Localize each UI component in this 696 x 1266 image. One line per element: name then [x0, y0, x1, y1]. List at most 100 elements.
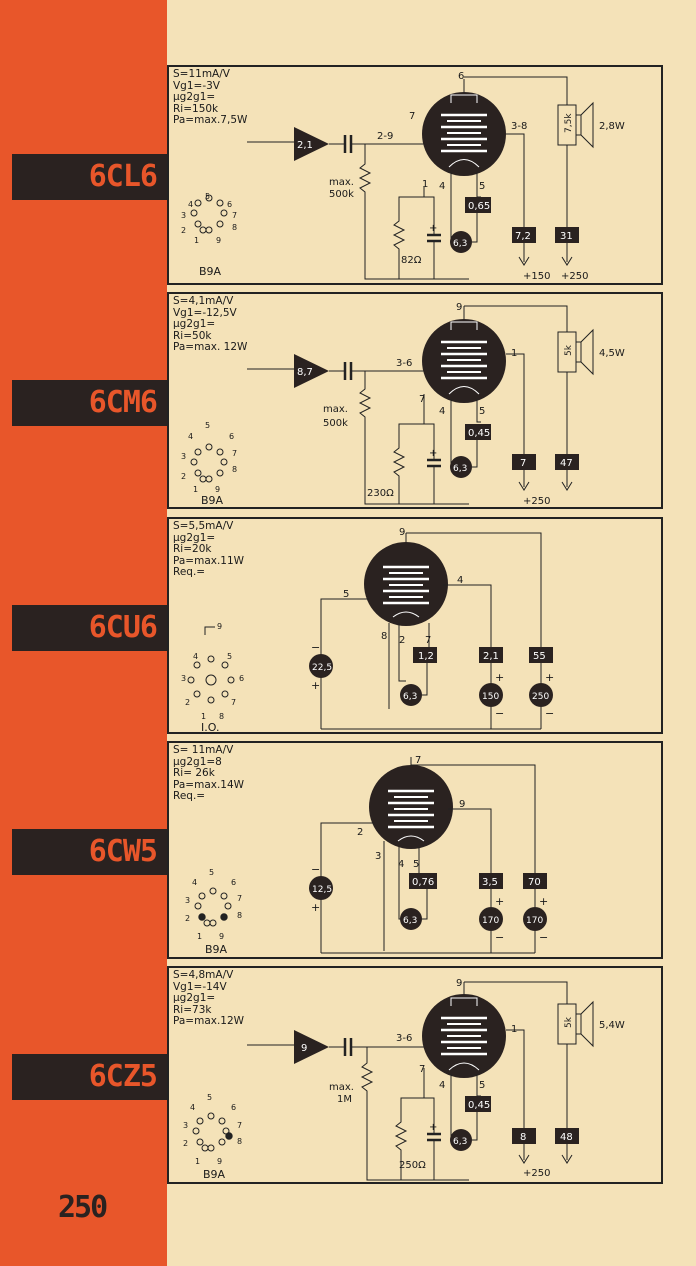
cathode-capacitor: [427, 233, 441, 243]
svg-text:1: 1: [201, 712, 206, 721]
pin-label: 5: [479, 1080, 485, 1091]
socket-diagram: [194, 887, 232, 927]
box-value: 70: [528, 877, 541, 888]
grid-resistor-label: max.: [329, 177, 354, 188]
spec-line: Ri=20k: [173, 543, 212, 555]
pin-label: 4: [439, 181, 445, 192]
svg-text:2: 2: [183, 1139, 188, 1148]
svg-text:8: 8: [219, 712, 224, 721]
speaker-icon: [576, 1000, 594, 1048]
top-cap-icon: [204, 626, 215, 635]
pin-label: 9: [456, 302, 462, 313]
tube-label-6cu6: 6CU6: [12, 605, 167, 651]
svg-text:8: 8: [232, 223, 237, 232]
box-value: 2,1: [483, 651, 499, 662]
panel-6cw5: S= 11mA/V μg2g1=8 Ri= 26k Pa=max.14W Req…: [167, 741, 663, 959]
cathode-capacitor: [427, 1132, 441, 1142]
value-box: [409, 873, 437, 889]
svg-text:9: 9: [216, 236, 221, 245]
box-value: 0,65: [468, 201, 490, 212]
svg-text:+: +: [545, 671, 554, 684]
spec-line: Pa=max.7,5W: [173, 114, 248, 126]
svg-text:+: +: [311, 901, 320, 914]
value-box: [555, 227, 579, 243]
heater-circle: [450, 456, 472, 478]
output-power: 2,8W: [599, 121, 625, 132]
cathode-resistor: [392, 187, 425, 279]
svg-text:2: 2: [181, 226, 186, 235]
svg-text:1: 1: [193, 485, 198, 494]
svg-text:7: 7: [237, 894, 242, 903]
input-level: 2,1: [297, 140, 313, 151]
spec-line: Ri=73k: [173, 1003, 212, 1016]
pin-label: 3-6: [396, 358, 412, 369]
input-level: 9: [301, 1043, 307, 1054]
svg-text:4: 4: [193, 652, 198, 661]
coupling-capacitor: [343, 135, 353, 153]
spec-list: S= 11mA/V μg2g1=8 Ri= 26k Pa=max.14W Req…: [173, 744, 244, 803]
load-value: 5k: [564, 344, 574, 356]
heater-voltage: 6,3: [453, 464, 467, 474]
pin-label: 5: [413, 859, 419, 870]
spec-list: S=5,5mA/V μg2g1= Ri=20k Pa=max.11W Req.=: [173, 520, 245, 579]
heater-circle: [450, 231, 472, 253]
pin-label: 4: [398, 859, 404, 870]
spec-line: Ri=150k: [173, 102, 219, 115]
box-value: 47: [560, 458, 573, 469]
pin-label: 8: [381, 631, 387, 642]
spec-line: S=11mA/V: [173, 68, 230, 80]
socket-diagram: [190, 443, 228, 483]
svg-text:+: +: [495, 671, 504, 684]
load-resistor: [557, 1003, 577, 1045]
pin-label: 7: [409, 111, 415, 122]
spec-line: Ri= 26k: [173, 767, 215, 779]
box-value: 55: [533, 651, 546, 662]
supply-circle: [479, 683, 503, 707]
spec-line: Pa=max.11W: [173, 554, 245, 567]
grid-resistor: [358, 144, 469, 280]
svg-text:−: −: [311, 863, 320, 876]
supply-circle: [479, 907, 503, 931]
spec-line: Vg1=-14V: [173, 980, 227, 993]
svg-text:2: 2: [181, 472, 186, 481]
spec-list: S=4,8mA/V Vg1=-14V μg2g1= Ri=73k Pa=max.…: [173, 969, 244, 1028]
value-box: [512, 454, 536, 470]
supply-voltage: +250: [523, 1168, 550, 1179]
svg-text:8: 8: [237, 911, 242, 920]
base-type: B9A: [201, 494, 224, 507]
grid-resistor: [360, 1047, 469, 1181]
socket-diagram: [190, 194, 228, 234]
svg-text:6: 6: [239, 674, 244, 683]
heater-voltage: 6,3: [453, 1137, 467, 1147]
svg-text:6: 6: [229, 432, 234, 441]
input-amplifier-icon: [294, 1030, 329, 1064]
cathode-capacitor: [427, 458, 441, 468]
circle-value: 170: [482, 916, 499, 926]
box-value: 7: [520, 458, 526, 469]
spec-line: μg2g1=: [173, 318, 216, 330]
heater-voltage: 6,3: [403, 916, 417, 926]
svg-text:+: +: [429, 448, 437, 459]
cathode-resistor: [392, 394, 425, 504]
svg-text:2: 2: [185, 914, 190, 923]
svg-text:1: 1: [197, 932, 202, 941]
svg-text:5: 5: [209, 868, 214, 877]
value-box: [465, 1096, 491, 1112]
socket-diagram: [187, 655, 235, 704]
pin-label: 7: [419, 1064, 425, 1075]
cathode-resistor-value: 230Ω: [367, 488, 394, 499]
pin-label: 3-6: [396, 1033, 412, 1044]
pin-label: 9: [217, 622, 222, 631]
grid-resistor: [358, 371, 469, 505]
panel-6cz5: S=4,8mA/V Vg1=-14V μg2g1= Ri=73k Pa=max.…: [167, 966, 663, 1184]
svg-text:5: 5: [205, 421, 210, 430]
svg-text:−: −: [495, 931, 504, 944]
pin-label: 7: [425, 635, 431, 646]
svg-text:4: 4: [188, 432, 193, 441]
svg-text:+: +: [495, 895, 504, 908]
svg-text:8: 8: [232, 465, 237, 474]
svg-text:4: 4: [190, 1103, 195, 1112]
box-value: 1,2: [418, 651, 434, 662]
svg-text:4: 4: [192, 878, 197, 887]
value-box: [523, 873, 547, 889]
